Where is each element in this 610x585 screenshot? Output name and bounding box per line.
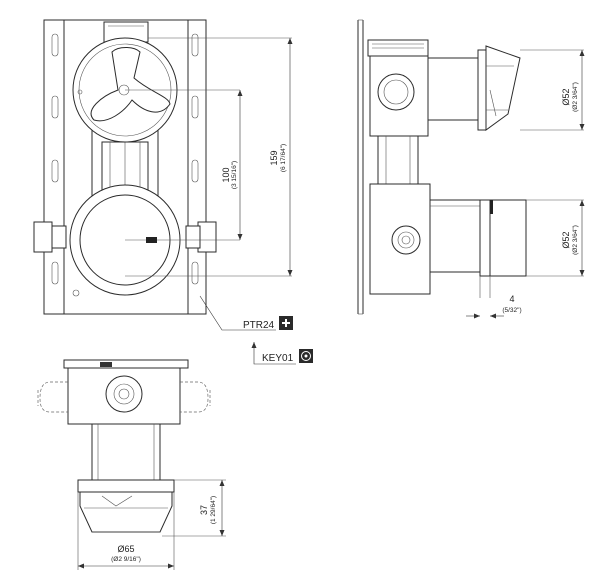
dim-spacing-inch: (3 15/16") [231,161,238,189]
dim-spacing: 100 (3 15/16") [221,90,243,240]
plus-icon [279,316,293,330]
dim-diameter-bottom-inch: (Ø2 3/64") [572,225,579,255]
mounting-plate [43,19,207,315]
upper-handle-side [477,45,521,131]
dim-height-inch: (6 17/64") [280,144,287,172]
lever-handle [90,47,171,122]
dim-diameter-top-value: Ø52 [561,88,571,105]
dim-diameter-handle-inch: (Ø2 9/16") [111,556,141,563]
dim-diameter-top: Ø52 (Ø2 3/64") [520,49,585,131]
key-callout: KEY01 [251,342,313,365]
dim-depth-value: 37 [199,505,209,515]
dim-offset: 4 (5/32") [466,294,522,319]
dim-spacing-value: 100 [221,167,231,182]
dim-diameter-handle-value: Ø65 [117,544,134,554]
ptr-callout: PTR24 [199,295,293,331]
key-tool-icon [299,349,313,363]
dim-height: 159 (6 17/64") [269,38,293,276]
dim-diameter-top-inch: (Ø2 3/64") [572,82,579,112]
top-view [37,359,211,533]
handle-base [77,479,175,493]
ptr-code: PTR24 [243,320,275,331]
dim-depth: 37 (1 29/64") [162,479,226,537]
dim-offset-value: 4 [509,294,514,304]
handle-lever [79,491,173,533]
dim-offset-inch: (5/32") [502,307,521,314]
dim-diameter-handle: Ø65 (Ø2 9/16") [77,492,175,570]
dim-diameter-bottom-value: Ø52 [561,231,571,248]
side-view [357,19,527,315]
dim-depth-inch: (1 29/64") [210,496,217,524]
front-view [33,19,292,315]
dim-height-value: 159 [269,150,279,165]
dim-diameter-bottom: Ø52 (Ø2 3/64") [526,199,585,277]
key-code: KEY01 [262,353,294,364]
